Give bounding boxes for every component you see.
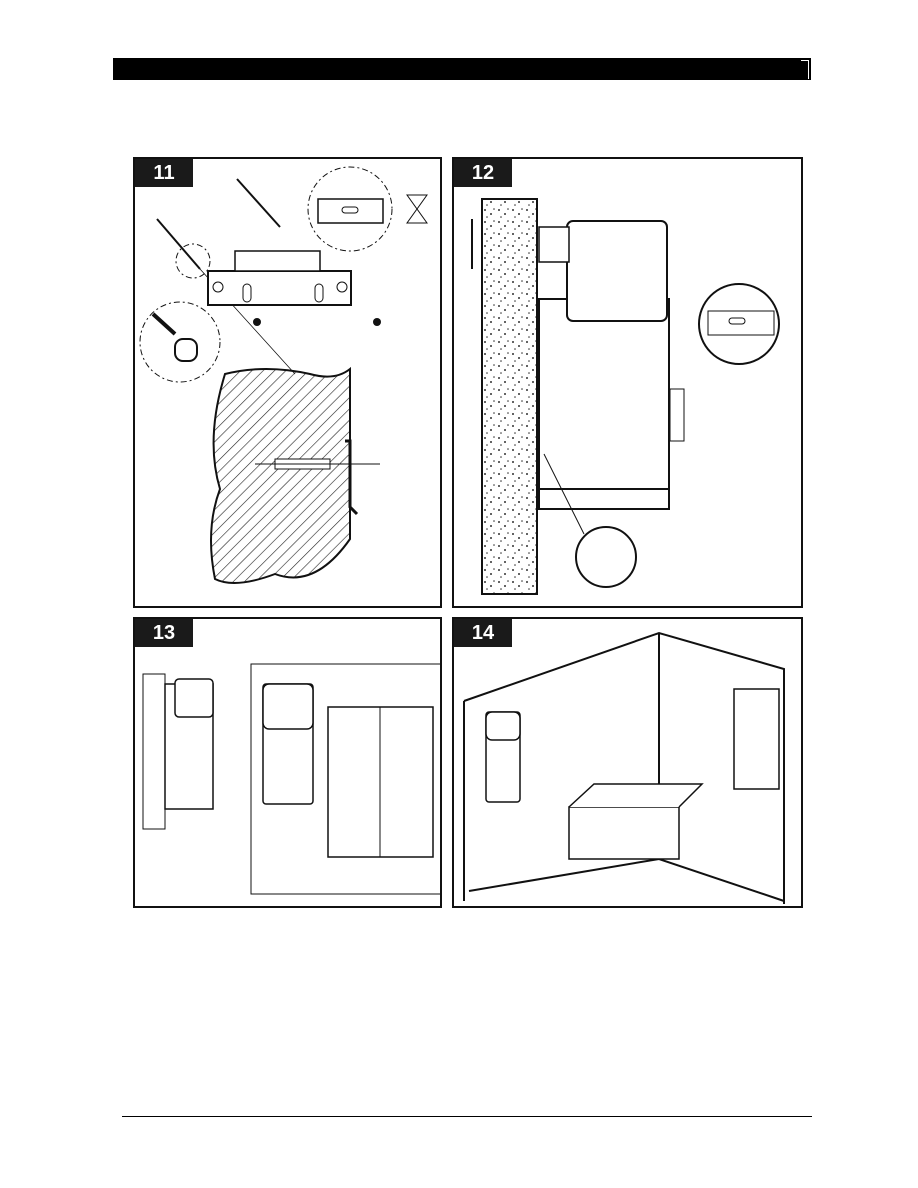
figure-panel-12: 12 bbox=[452, 157, 803, 608]
figure-panel-14: 14 bbox=[452, 617, 803, 908]
figure-panel-13: 13 bbox=[133, 617, 442, 908]
wall-mounting-illustration bbox=[135, 159, 440, 606]
panel-label: 13 bbox=[135, 619, 193, 647]
installed-heater-views bbox=[135, 619, 440, 906]
panel-label: 14 bbox=[454, 619, 512, 647]
header-bar bbox=[113, 58, 811, 80]
panel-label: 11 bbox=[135, 159, 193, 187]
header-notch bbox=[801, 60, 809, 79]
panel-label: 12 bbox=[454, 159, 512, 187]
heater-on-wall-illustration bbox=[454, 159, 801, 606]
footer-rule bbox=[122, 1116, 812, 1117]
room-installation-illustration bbox=[454, 619, 801, 906]
figure-panel-11: 11 bbox=[133, 157, 442, 608]
